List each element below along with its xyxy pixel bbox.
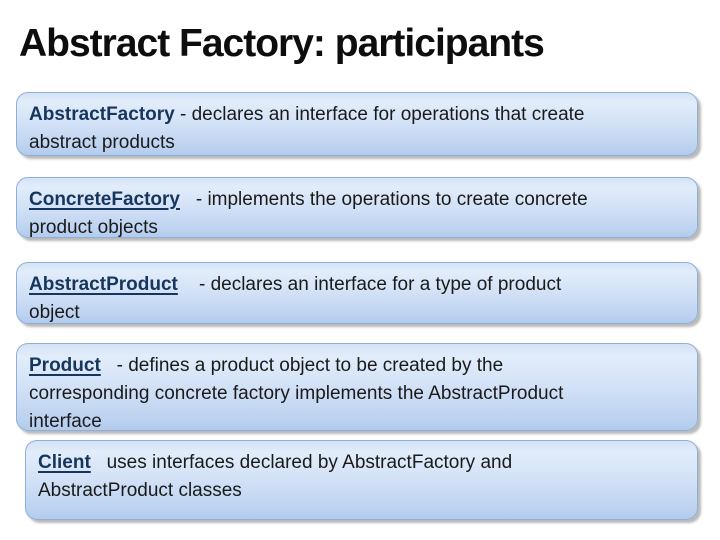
participant-description: - declares an interface for operations t… (29, 104, 585, 153)
participant-text: Product - defines a product object to be… (17, 344, 697, 436)
participant-text: AbstractFactory - declares an interface … (17, 93, 697, 157)
participant-heading: Client (38, 452, 91, 473)
participant-heading: ConcreteFactory (29, 189, 180, 210)
participant-box-client: Client uses interfaces declared by Abstr… (25, 440, 698, 520)
participant-box-concrete-factory: ConcreteFactory - implements the operati… (16, 177, 698, 238)
participant-text: AbstractProduct - declares an interface … (17, 263, 697, 327)
participant-description: - declares an interface for a type of pr… (29, 274, 562, 323)
page-title: Abstract Factory: participants (19, 22, 545, 65)
participant-box-abstract-product: AbstractProduct - declares an interface … (16, 262, 698, 324)
participant-box-product: Product - defines a product object to be… (16, 343, 698, 432)
participant-text: ConcreteFactory - implements the operati… (17, 178, 697, 242)
participant-description: - implements the operations to create co… (29, 189, 588, 238)
participant-heading: AbstractProduct (29, 274, 178, 295)
participant-text: Client uses interfaces declared by Abstr… (26, 441, 697, 505)
participant-box-abstract-factory: AbstractFactory - declares an interface … (16, 92, 698, 156)
participant-description: - defines a product object to be created… (29, 355, 564, 432)
participant-description: uses interfaces declared by AbstractFact… (38, 452, 513, 501)
participant-heading: AbstractFactory (29, 104, 175, 125)
participant-heading: Product (29, 355, 101, 376)
